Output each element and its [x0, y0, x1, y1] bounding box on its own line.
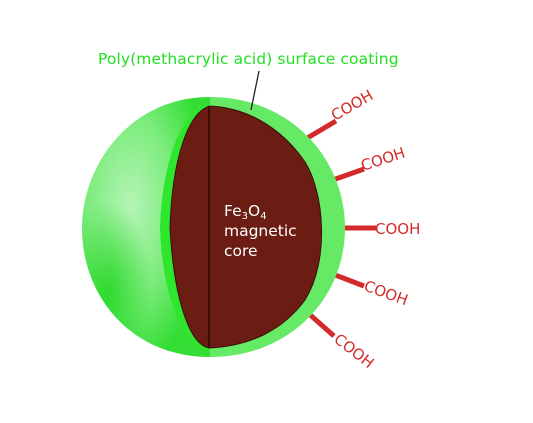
core-formula: Fe3O4 — [224, 201, 297, 222]
cooh-label-3: COOH — [375, 220, 420, 238]
cooh-label-4: COOH — [362, 277, 411, 309]
core-label-line2: magnetic — [224, 222, 297, 240]
cooh-label-2: COOH — [359, 144, 408, 175]
cooh-bond-1 — [302, 118, 338, 143]
coating-leader-line — [250, 70, 260, 111]
core-formula-fe-count: 3 — [241, 211, 248, 222]
cooh-bond-5 — [306, 311, 336, 338]
cooh-label-5: COOH — [331, 330, 378, 372]
core-formula-fe: Fe — [224, 202, 242, 220]
core-formula-o-count: 4 — [260, 211, 267, 222]
core-label: Fe3O4 magnetic core — [224, 201, 297, 261]
core-body — [169, 105, 323, 349]
magnetic-core — [169, 105, 323, 349]
core-label-line3: core — [224, 242, 258, 260]
core-formula-o: O — [247, 202, 261, 220]
cooh-bond-2 — [329, 166, 365, 184]
cooh-label-1: COOH — [328, 86, 376, 124]
coating-label: Poly(methacrylic acid) surface coating — [98, 50, 399, 68]
